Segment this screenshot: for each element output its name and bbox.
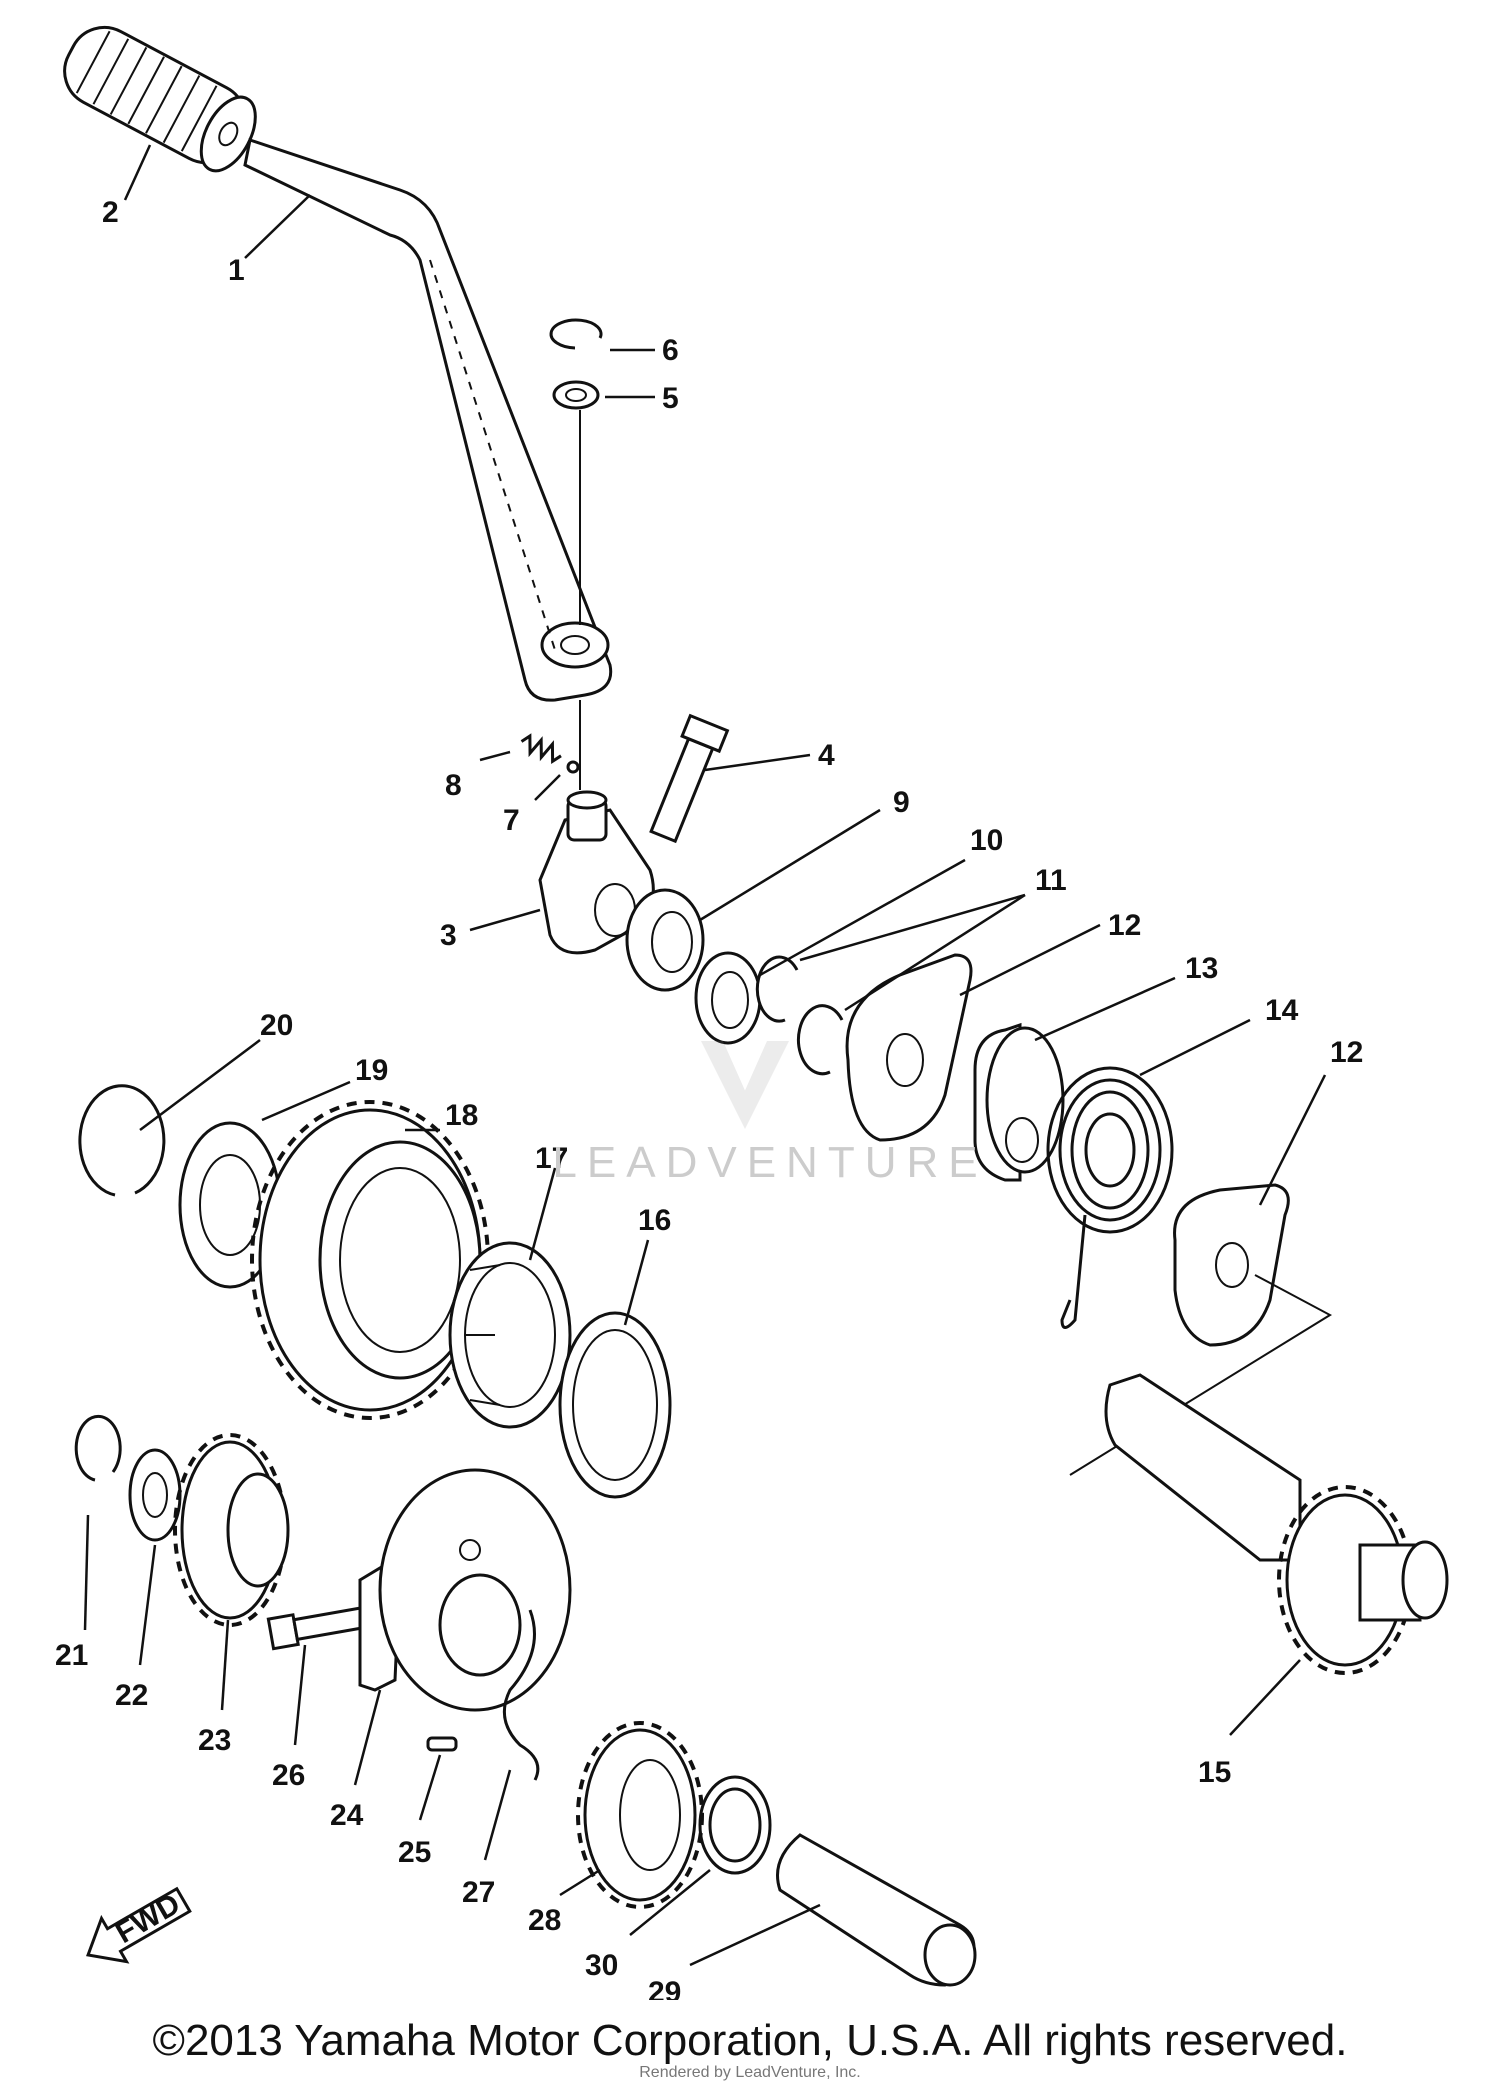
callout-12-second: 12 — [1330, 1036, 1363, 1069]
callout-23: 23 — [198, 1724, 231, 1757]
callout-18: 18 — [445, 1099, 478, 1132]
callout-17: 17 — [535, 1142, 568, 1175]
bolt-part-4 — [649, 713, 730, 844]
pin-part-25 — [426, 1736, 458, 1752]
leadventure-logo-icon — [701, 1041, 789, 1129]
callout-16: 16 — [638, 1204, 671, 1237]
copyright-notice: ©2013 Yamaha Motor Corporation, U.S.A. A… — [152, 2016, 1348, 2065]
callout-3: 3 — [440, 919, 457, 952]
callout-27: 27 — [462, 1876, 495, 1909]
leader-lines — [83, 144, 1327, 1967]
spring-part-30 — [698, 1775, 772, 1875]
spring-part-8 — [520, 733, 562, 765]
callout-9: 9 — [893, 786, 910, 819]
ball-part-7 — [566, 760, 580, 774]
callout-1: 1 — [228, 254, 245, 287]
circlip-part-11a — [755, 955, 799, 1023]
circlip-part-21 — [74, 1414, 122, 1482]
plate-part-12-second — [1173, 1183, 1290, 1347]
torsion-spring-part-14 — [1046, 1066, 1174, 1329]
clip-part-6 — [549, 318, 603, 350]
fwd-label: FWD — [110, 1887, 186, 1950]
plate-part-12 — [845, 953, 973, 1142]
watermark-text: LEADVENTURE — [552, 1138, 988, 1187]
callout-25: 25 — [398, 1836, 431, 1869]
callout-10: 10 — [970, 824, 1003, 857]
kick-starter-exploded-diagram: FWD 1 2 — [55, 25, 1449, 2000]
circlip-part-11b — [796, 1004, 844, 1076]
callout-6: 6 — [662, 334, 679, 367]
bolt-part-26 — [266, 1604, 373, 1651]
forward-arrow-icon: FWD — [86, 1886, 192, 1964]
callout-24: 24 — [330, 1799, 364, 1832]
washer-part-22 — [128, 1448, 182, 1542]
callout-28: 28 — [528, 1904, 561, 1937]
axle-gear-part-15 — [1277, 1485, 1449, 1675]
callout-22: 22 — [115, 1679, 148, 1712]
callout-20: 20 — [260, 1009, 293, 1042]
rendered-by-note: Rendered by LeadVenture, Inc. — [639, 2064, 861, 2081]
spring-clip-part-27 — [502, 1609, 540, 1781]
axle-part-15 — [1104, 1373, 1302, 1562]
bearing-part-17 — [448, 1241, 572, 1429]
washer-part-5 — [552, 380, 600, 410]
washer-part-16 — [558, 1311, 672, 1499]
kick-boss-part-3 — [538, 808, 655, 955]
circlip-part-20 — [78, 1084, 166, 1197]
callout-29: 29 — [648, 1976, 681, 2000]
ratchet-housing-part — [378, 1468, 572, 1712]
callout-labels: 1 2 3 4 5 6 7 8 9 10 11 12 13 14 15 16 1… — [55, 196, 1363, 2000]
callout-5: 5 — [662, 382, 679, 415]
callout-15: 15 — [1198, 1756, 1231, 1789]
callout-21: 21 — [55, 1639, 88, 1672]
callout-19: 19 — [355, 1054, 388, 1087]
callout-30: 30 — [585, 1949, 618, 1982]
callout-14: 14 — [1265, 994, 1299, 1027]
callout-2: 2 — [102, 196, 119, 229]
callout-13: 13 — [1185, 952, 1218, 985]
callout-11: 11 — [1035, 864, 1067, 897]
callout-26: 26 — [272, 1759, 305, 1792]
gear-part-18 — [250, 1100, 490, 1420]
callout-7: 7 — [503, 804, 520, 837]
callout-12: 12 — [1108, 909, 1141, 942]
gear-part-23 — [173, 1433, 290, 1627]
callout-4: 4 — [818, 739, 835, 772]
kick-crank-arm-part — [243, 138, 613, 702]
gear-part-28 — [576, 1721, 704, 1909]
crank-boss — [540, 621, 610, 669]
callout-8: 8 — [445, 769, 462, 802]
kick-grip-part — [63, 25, 257, 173]
